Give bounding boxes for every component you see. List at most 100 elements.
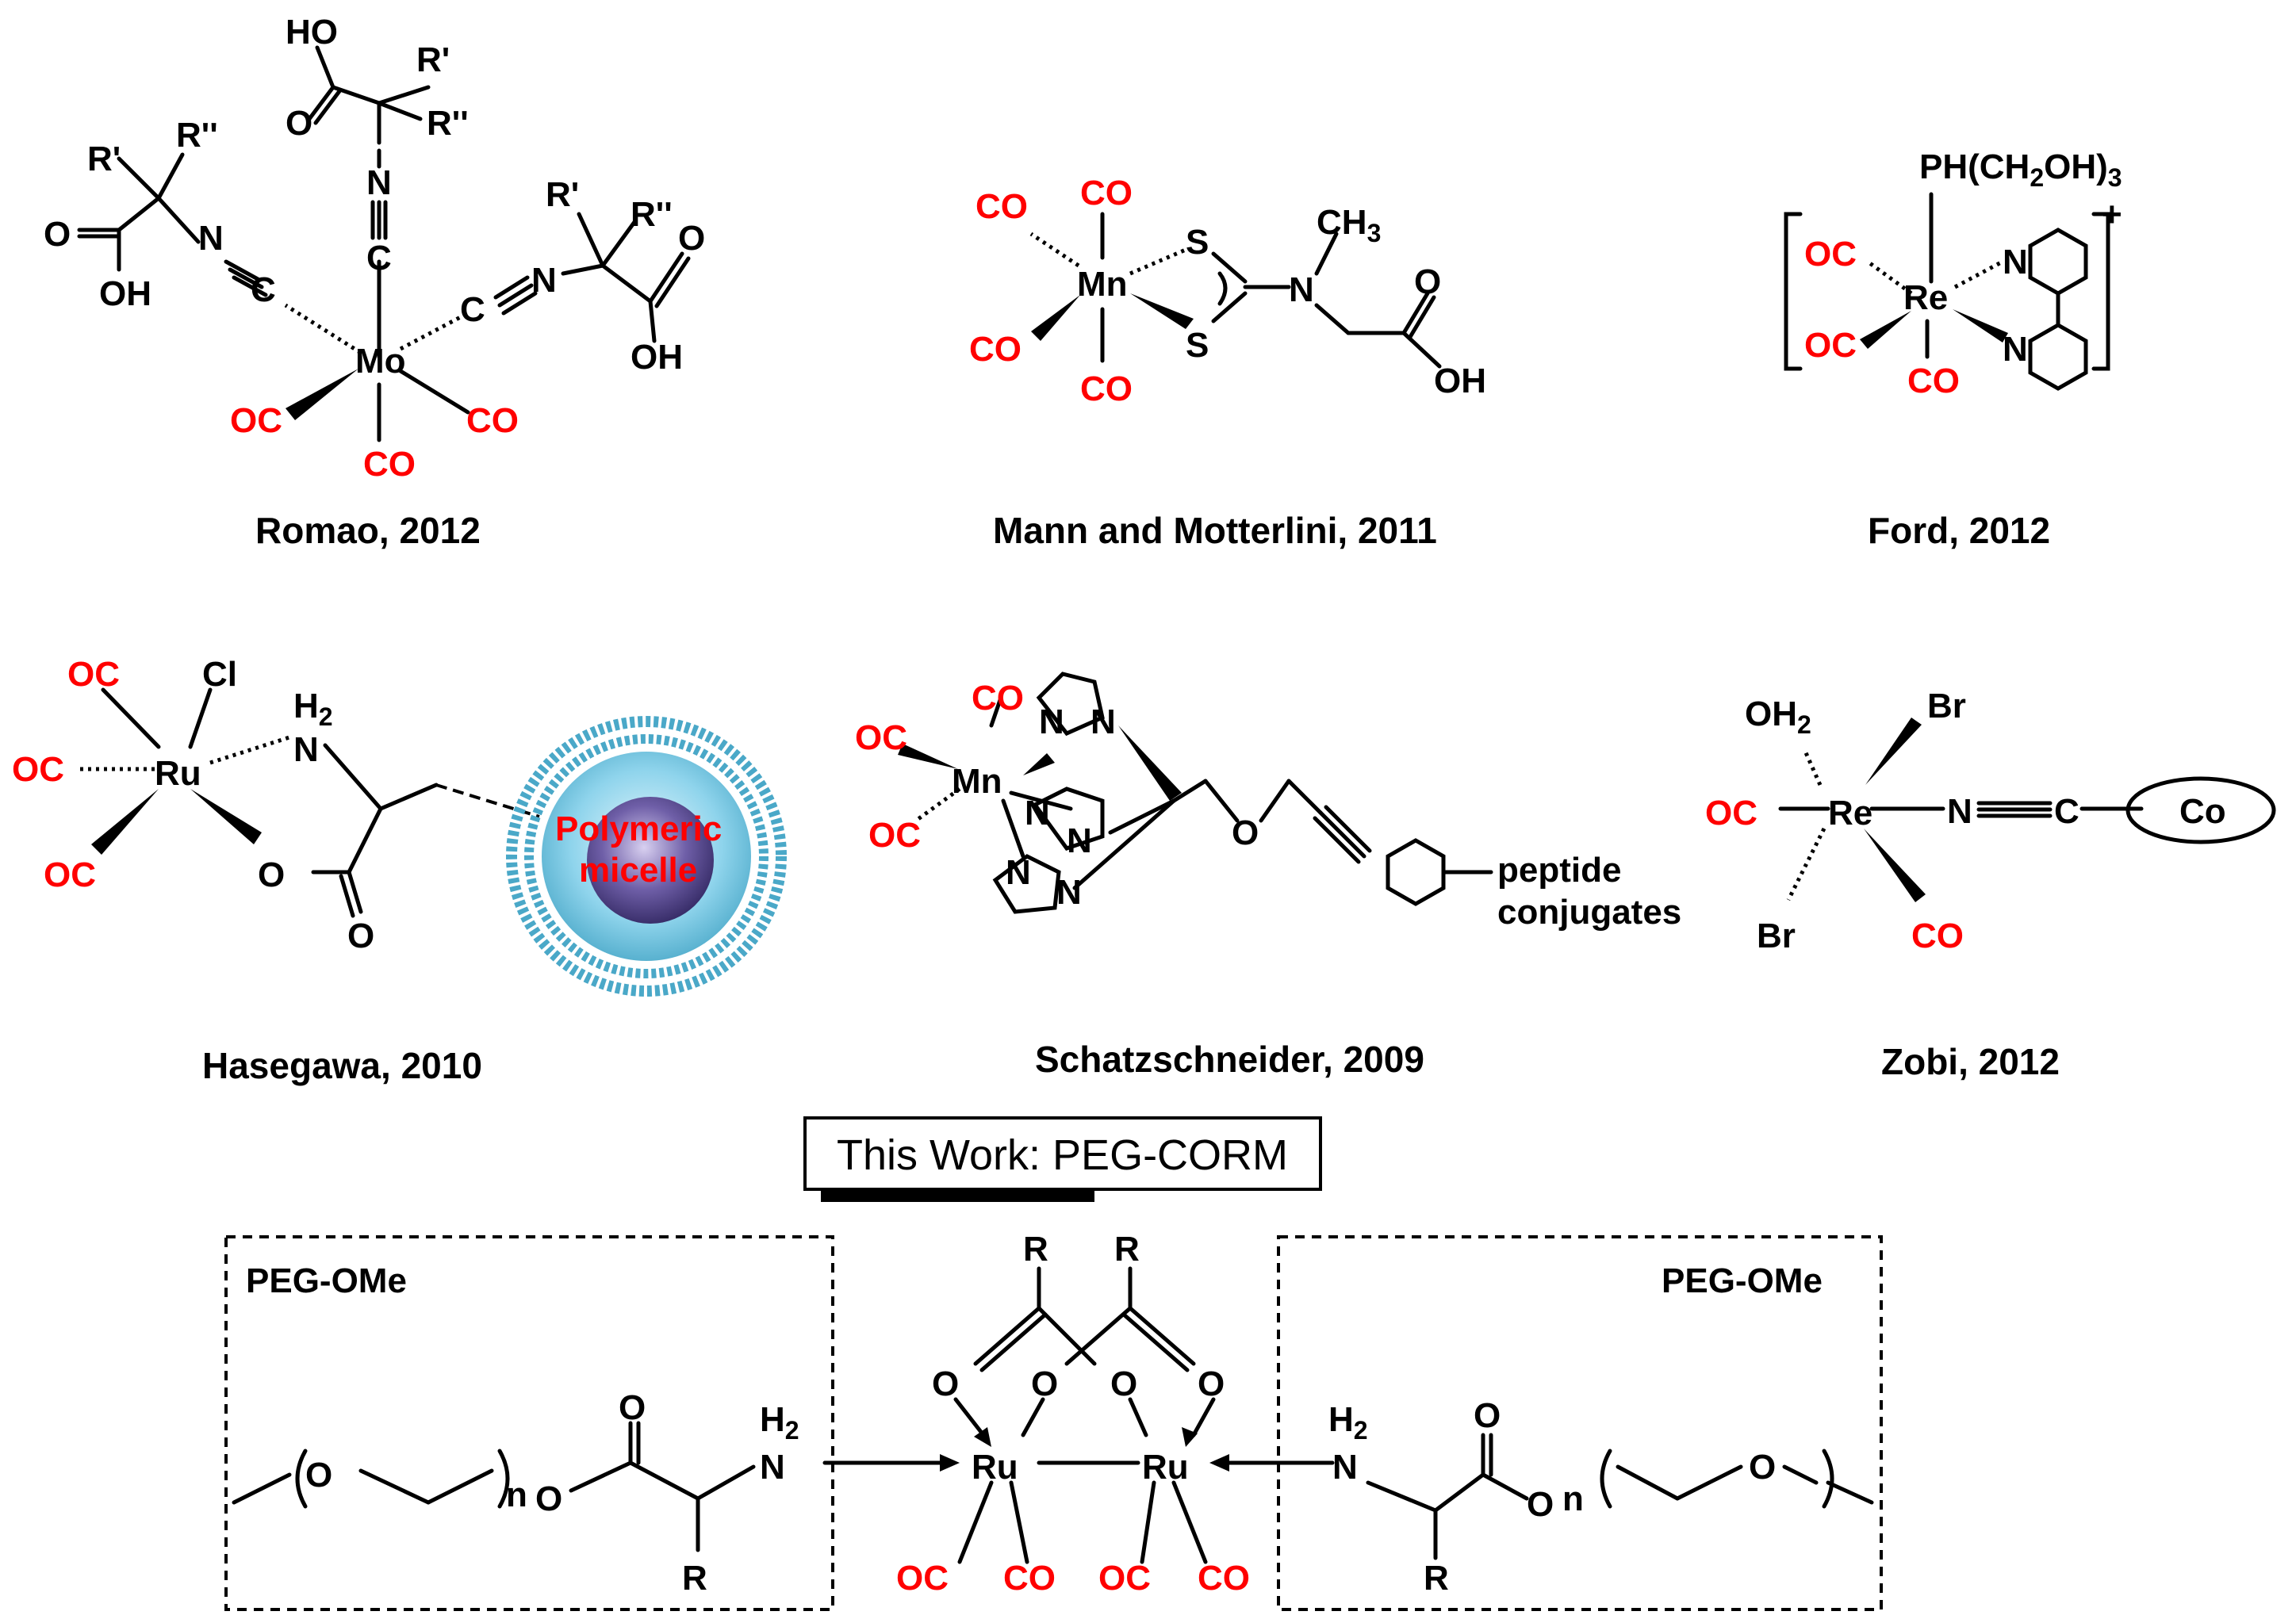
caption-hasegawa: Hasegawa, 2010 — [202, 1045, 482, 1086]
co-ligand: CO — [976, 187, 1028, 226]
oc-ligand: OC — [1705, 794, 1757, 832]
oc-ligand: OC — [1804, 235, 1857, 274]
peptide-label: peptide — [1497, 851, 1621, 890]
peg-left-label: PEG-OMe — [246, 1261, 407, 1300]
r-double-prime: R'' — [427, 104, 469, 143]
o-atom: O — [347, 917, 374, 955]
pyrazole-n: N — [1025, 794, 1050, 832]
pyrazole-n: N — [1039, 702, 1064, 741]
mn-atom: Mn — [1077, 265, 1128, 304]
amine-h2: H2 — [760, 1400, 799, 1445]
o-atom: O — [44, 215, 71, 254]
peg-o: O — [1749, 1448, 1776, 1487]
oc-ligand: OC — [868, 816, 921, 855]
co-ligand: CO — [363, 445, 416, 484]
co-ligand: CO — [466, 401, 519, 440]
pyrazole-n: N — [1067, 821, 1092, 860]
caption-schatz: Schatzschneider, 2009 — [1035, 1039, 1424, 1080]
peg-box-right — [1277, 1235, 1883, 1611]
cobalamin-label: Co — [2179, 792, 2226, 831]
aqua-ligand: OH2 — [1745, 695, 1811, 739]
oc-ligand: OC — [67, 655, 120, 694]
pyrazole-n: N — [1056, 873, 1082, 912]
carboxylate-o: O — [1110, 1364, 1137, 1403]
phosphine-ligand: PH(CH2OH)3 — [1919, 147, 2122, 192]
co-ligand: CO — [1907, 362, 1960, 400]
amine-h2: H2 — [1328, 1400, 1368, 1445]
ford-structure: Re N N PH(CH2OH)3 + OC OC CO Ford, 2012 — [1784, 147, 2122, 551]
oc-ligand: OC — [855, 718, 907, 757]
r-double-prime: R'' — [631, 195, 673, 234]
co-ligand: CO — [969, 330, 1022, 369]
n-atom: N — [531, 261, 557, 300]
s-atom: S — [1186, 326, 1209, 365]
n-atom: N — [198, 219, 224, 258]
n-atom: N — [1289, 270, 1314, 309]
micelle-label: micelle — [579, 851, 697, 890]
oh-group: OH — [631, 338, 683, 377]
o-atom: O — [678, 219, 705, 258]
r-group: R — [682, 1559, 707, 1598]
peg-corm-structure: PEG-OMe PEG-OMe — [224, 1230, 1883, 1611]
r-group: R — [1023, 1230, 1048, 1269]
amine-n: N — [1332, 1448, 1358, 1487]
co-ligand: CO — [972, 679, 1024, 718]
h2-group: H2 — [293, 687, 333, 731]
mn-atom: Mn — [952, 762, 1002, 801]
this-work-title: This Work: PEG-CORM — [837, 1131, 1288, 1179]
amine-n: N — [760, 1448, 785, 1487]
oc-ligand: OC — [44, 855, 96, 894]
c-atom: C — [251, 270, 276, 309]
oc-ligand: OC — [12, 750, 64, 789]
mann-structure: Mn S S N CH3 O OH CO CO CO CO Mann and M… — [969, 174, 1486, 551]
ho-group: HO — [286, 13, 338, 52]
romao-structure: Mo C N HO O R' R'' C N R' R'' O OH C N R… — [44, 13, 705, 551]
caption-mann: Mann and Motterlini, 2011 — [993, 510, 1437, 551]
co-ligand: CO — [1003, 1559, 1056, 1598]
oc-ligand: OC — [896, 1559, 949, 1598]
r-prime: R' — [87, 140, 121, 178]
n-atom: N — [2003, 330, 2028, 369]
conjugates-label: conjugates — [1497, 893, 1681, 932]
r-group: R — [1114, 1230, 1140, 1269]
cl-atom: Cl — [202, 655, 237, 694]
n-subscript: n — [1562, 1479, 1584, 1518]
co-ligand: CO — [1080, 369, 1133, 408]
br-atom: Br — [1927, 687, 1966, 725]
re-atom: Re — [1828, 794, 1872, 832]
n-atom: N — [2003, 243, 2028, 281]
hasegawa-structure: Ru Cl N H2 O O OC OC OC Polymeric micell… — [12, 655, 787, 1086]
carboxylate-o: O — [1031, 1364, 1058, 1403]
peg-o: O — [305, 1456, 332, 1495]
carbonyl-o: O — [619, 1388, 646, 1427]
n-atom: N — [1947, 792, 1972, 831]
micelle-label: Polymeric — [555, 810, 722, 848]
co-ligand: CO — [1080, 174, 1133, 212]
carboxylate-o: O — [932, 1364, 959, 1403]
co-ligand: CO — [1198, 1559, 1250, 1598]
ru-atom: Ru — [155, 754, 201, 793]
carbonyl-o: O — [1474, 1396, 1501, 1435]
carboxylate-o: O — [1198, 1364, 1225, 1403]
oh-group: OH — [99, 274, 151, 313]
co-ligand: CO — [1911, 917, 1964, 955]
caption-ford: Ford, 2012 — [1868, 510, 2050, 551]
n-subscript: n — [506, 1475, 527, 1514]
pyrazole-n: N — [1091, 702, 1116, 741]
mo-atom: Mo — [355, 342, 406, 381]
c-atom: C — [2054, 792, 2079, 831]
oc-ligand: OC — [1098, 1559, 1151, 1598]
c-atom: C — [460, 290, 485, 329]
pyrazole-n: N — [1006, 853, 1031, 892]
zobi-structure: Re OH2 Br Br N C Co OC CO Zobi, 2012 — [1705, 687, 2276, 1082]
ru-atom: Ru — [972, 1448, 1018, 1487]
r-prime: R' — [546, 175, 579, 214]
o-atom: O — [258, 855, 285, 894]
oc-ligand: OC — [1804, 326, 1857, 365]
caption-romao: Romao, 2012 — [255, 510, 481, 551]
schatz-structure: Mn N N N N N N O peptide conjugates CO O… — [855, 672, 1681, 1080]
o-atom: O — [1414, 262, 1441, 301]
s-atom: S — [1186, 223, 1209, 262]
n-atom: N — [366, 163, 392, 202]
